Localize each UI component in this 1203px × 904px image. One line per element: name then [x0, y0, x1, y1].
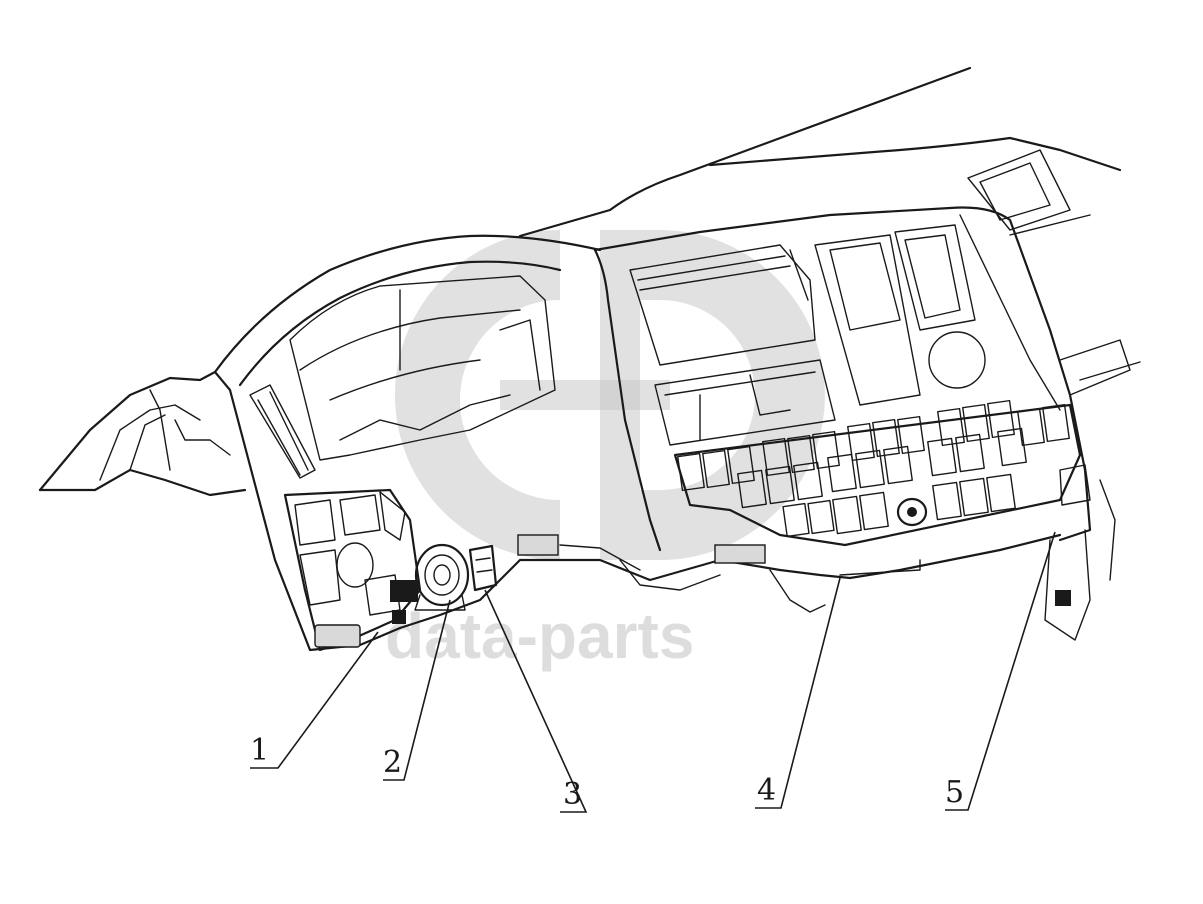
callout-1: 1 — [250, 733, 269, 768]
left-switch-block — [283, 488, 422, 652]
callout-3: 3 — [563, 777, 582, 812]
callout-numbers: 1 2 3 4 5 — [250, 733, 964, 812]
callout-2: 2 — [383, 745, 402, 780]
leader-5 — [945, 531, 1056, 811]
watermark: data-parts — [385, 229, 825, 672]
ignition-switch — [414, 543, 470, 611]
callout-5: 5 — [945, 775, 964, 810]
dashboard-bottom-contour — [398, 533, 1062, 630]
leader-3 — [484, 589, 588, 813]
leader-2 — [383, 599, 451, 781]
switch-row-bottom — [737, 427, 1027, 538]
instrument-cluster-frame — [213, 234, 602, 652]
switch-row-top — [677, 399, 1070, 492]
dashboard-top-contour — [518, 66, 1141, 396]
callout-4: 4 — [757, 773, 776, 808]
switch-panel — [673, 399, 1082, 547]
callout-leaders — [250, 531, 1056, 813]
leader-1 — [250, 631, 379, 769]
center-console-bezel — [593, 206, 1116, 641]
gb-logo-icon — [394, 229, 825, 561]
leader-4 — [755, 577, 841, 809]
watermark-text: data-parts — [385, 600, 694, 672]
left-side-duct — [38, 370, 247, 497]
